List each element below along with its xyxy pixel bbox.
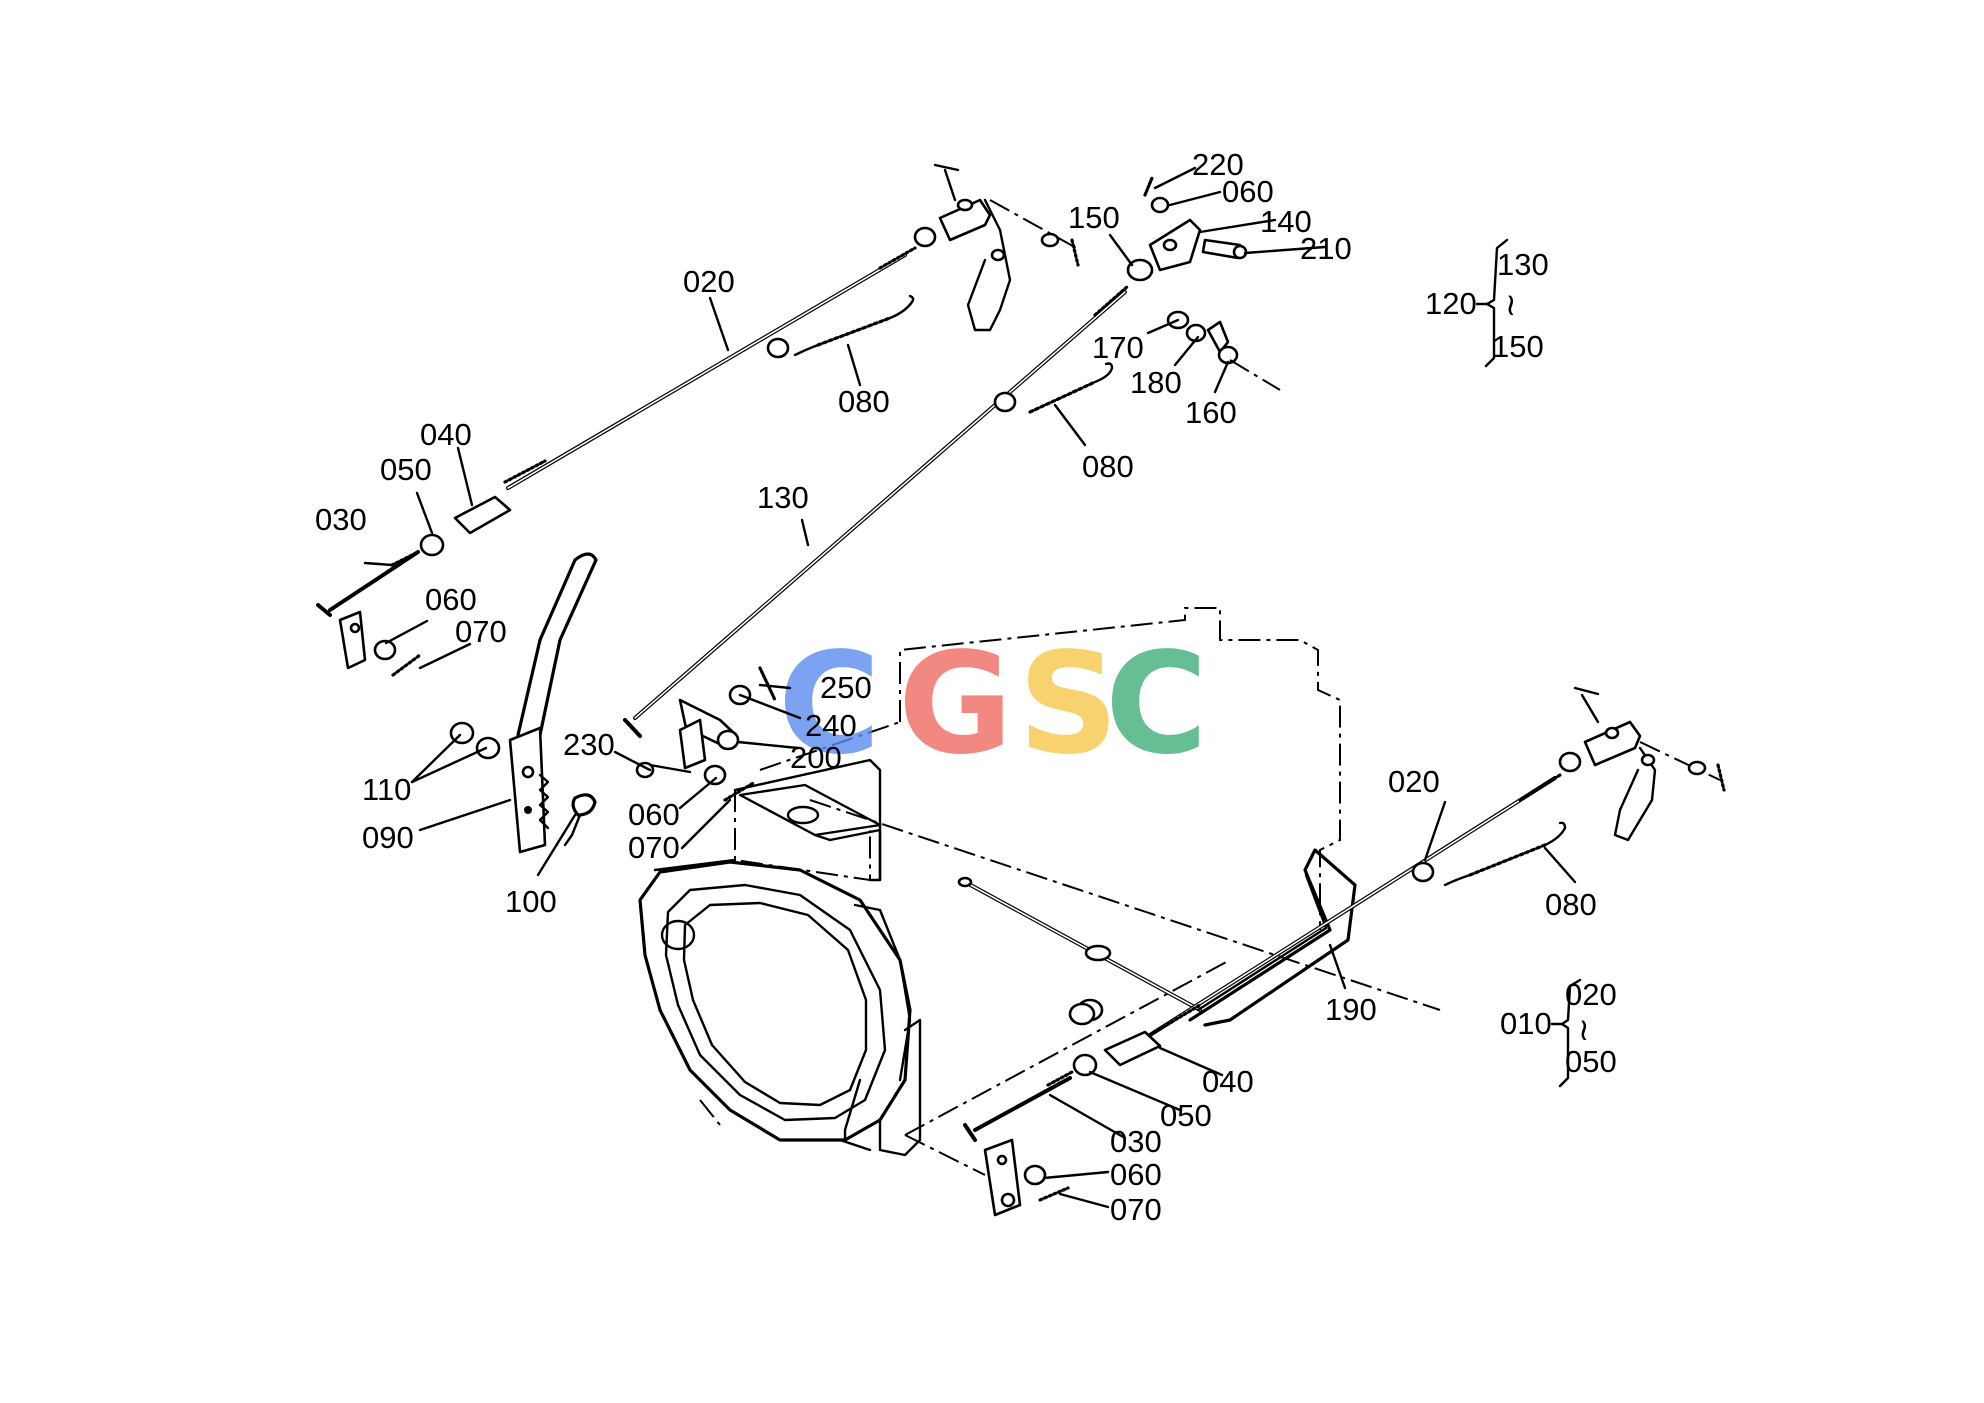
watermark-letter-c1: C: [778, 623, 881, 786]
lower-right-linkage: [1558, 686, 1726, 842]
group-120-ref: 120: [1425, 286, 1477, 321]
leader-lines: [363, 166, 1577, 1209]
callout-030-bottom: 030: [1110, 1124, 1162, 1159]
transmission-housing: [638, 607, 1341, 1176]
group-120-from: 130: [1497, 247, 1549, 282]
upper-spring-080: [793, 294, 915, 357]
callout-070-left: 070: [455, 614, 507, 649]
callout-160: 160: [1185, 395, 1237, 430]
watermark-letter-g: G: [898, 623, 1013, 786]
group-120-tilde: ≀: [1505, 287, 1517, 322]
spring-100: [563, 793, 597, 847]
upper-connector-040: [316, 495, 512, 617]
callout-080-a: 080: [838, 384, 890, 419]
callout-070-mid: 070: [628, 830, 680, 865]
hand-lever-090: [508, 552, 598, 854]
upper-rod-020: [503, 246, 917, 490]
callout-250: 250: [820, 670, 872, 705]
group-010-ref: 010: [1500, 1006, 1552, 1041]
group-010-from: 020: [1565, 977, 1617, 1012]
callout-050-bottom: 050: [1160, 1098, 1212, 1133]
spring-080-mid: [1028, 362, 1114, 414]
callout-240: 240: [805, 708, 857, 743]
callout-090: 090: [362, 820, 414, 855]
callouts: 020 030 040 050 060 070 080 080 130 150 …: [315, 147, 1597, 1227]
callout-210: 210: [1300, 231, 1352, 266]
callout-150: 150: [1068, 200, 1120, 235]
callout-100: 100: [505, 884, 557, 919]
callout-180: 180: [1130, 365, 1182, 400]
callout-060-topright: 060: [1222, 174, 1274, 209]
callout-170: 170: [1092, 330, 1144, 365]
lower-left-bracket: [983, 1138, 1070, 1217]
lower-rod-020: [1148, 773, 1562, 1037]
bent-rod-190: [1188, 848, 1357, 1027]
callout-060-bottom: 060: [1110, 1157, 1162, 1192]
callout-040-top: 040: [420, 417, 472, 452]
callout-020-bottom: 020: [1388, 764, 1440, 799]
callout-080-b: 080: [1082, 449, 1134, 484]
watermark-letter-s: S: [1018, 623, 1119, 786]
callout-070-bottom: 070: [1110, 1192, 1162, 1227]
callout-130: 130: [757, 480, 809, 515]
watermark-letter-c2: C: [1105, 623, 1208, 786]
pivot-170-180-160: [1166, 310, 1281, 391]
callout-140: 140: [1260, 204, 1312, 239]
callout-060-left: 060: [425, 582, 477, 617]
cross-shaft: [809, 799, 1441, 1026]
callout-050-top: 050: [380, 452, 432, 487]
callout-040-bottom: 040: [1202, 1064, 1254, 1099]
callout-080-bottom: 080: [1545, 887, 1597, 922]
lower-connector-040: [963, 1030, 1162, 1142]
group-010-tilde: ≀: [1578, 1012, 1590, 1047]
pivot-block-200: [635, 666, 777, 802]
upper-linkage-top: [913, 163, 1081, 332]
upper-left-bracket: [338, 610, 422, 677]
callout-230: 230: [563, 727, 615, 762]
spring-080-lower: [1443, 821, 1567, 887]
watermark: C G S C: [778, 623, 1208, 786]
diagonal-rod-130: [623, 284, 1130, 738]
group-010-to: 050: [1565, 1044, 1617, 1079]
callout-200: 200: [790, 740, 842, 775]
callout-060-mid: 060: [628, 797, 680, 832]
callout-220: 220: [1192, 147, 1244, 182]
callout-190: 190: [1325, 992, 1377, 1027]
group-ref-120: 120 130 ≀ 150: [1425, 238, 1549, 368]
callout-030-top: 030: [315, 502, 367, 537]
callout-110: 110: [362, 772, 411, 807]
group-120-to: 150: [1492, 329, 1544, 364]
group-ref-010: 010 020 ≀ 050: [1500, 977, 1617, 1088]
callout-020-top: 020: [683, 264, 735, 299]
